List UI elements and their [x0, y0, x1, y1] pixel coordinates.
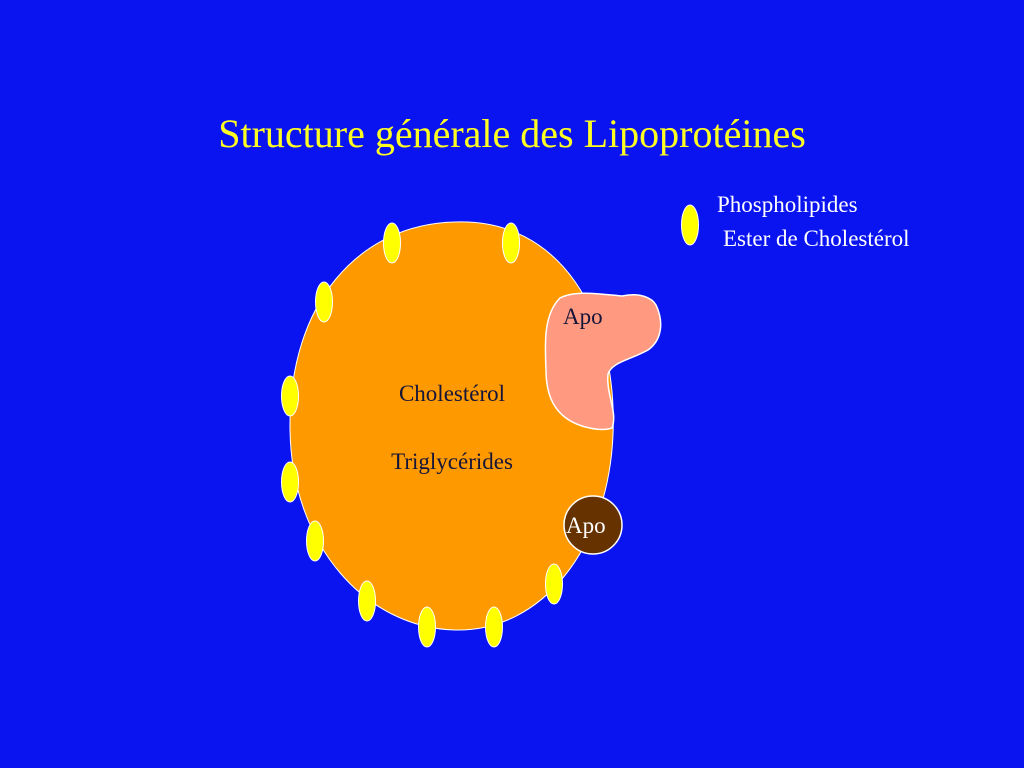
lipoprotein-core [289, 221, 614, 631]
core-label-cholesterol: Cholestérol [398, 381, 506, 406]
apo-label-protein: Apo [563, 304, 603, 329]
phospholipid-ellipse-icon [545, 563, 563, 605]
phospholipid-ellipse-icon [418, 606, 436, 648]
phospholipid-ellipse-icon [681, 204, 699, 246]
legend-phospholipides: Phospholipides [717, 192, 858, 217]
apo-label-circle: Apo [566, 513, 606, 538]
apo-protein-shape [544, 292, 662, 431]
core-label-triglycerides: Triglycérides [391, 449, 513, 474]
phospholipid-ellipse-icon [383, 222, 401, 264]
phospholipid-ellipse-icon [315, 281, 333, 323]
phospholipid-ellipse-icon [306, 520, 324, 562]
apo-protein-circle [563, 495, 623, 555]
slide-title: Structure générale des Lipoprotéines [218, 111, 806, 156]
phospholipid-ellipse-icon [358, 580, 376, 622]
phospholipid-ellipse-icon [485, 606, 503, 648]
legend-ester-cholesterol: Ester de Cholestérol [723, 226, 910, 251]
phospholipid-ellipse-icon [281, 375, 299, 417]
phospholipid-ellipse-icon [502, 222, 520, 264]
phospholipid-ellipse-icon [281, 461, 299, 503]
